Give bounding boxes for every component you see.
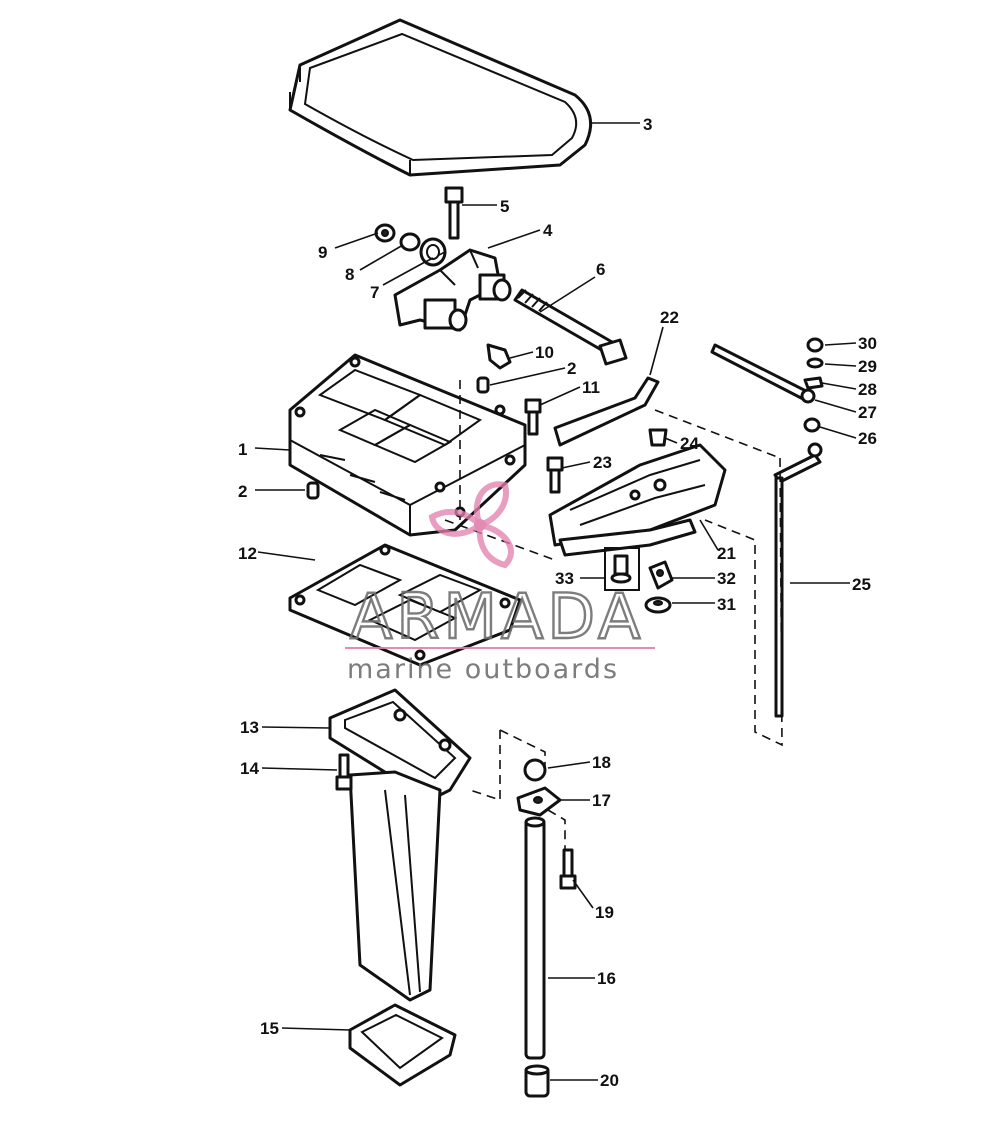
part-fitting xyxy=(486,343,512,370)
part-linkage-hardware xyxy=(710,337,824,433)
callout-2a: 2 xyxy=(567,359,576,378)
callout-21: 21 xyxy=(717,544,736,563)
part-insert-33 xyxy=(604,547,640,591)
part-spacer xyxy=(644,596,672,614)
part-bolt-14 xyxy=(335,753,353,791)
callout-23: 23 xyxy=(593,453,612,472)
callout-16: 16 xyxy=(597,969,616,988)
part-clamp-bracket xyxy=(393,248,512,332)
callout-3: 3 xyxy=(643,115,652,134)
part-water-tube xyxy=(524,816,546,1060)
part-cam xyxy=(648,560,674,590)
part-housing-seal xyxy=(348,1003,457,1087)
callout-30: 30 xyxy=(858,334,877,353)
part-bolt-5 xyxy=(444,186,464,240)
part-bracket-plate xyxy=(548,443,727,557)
part-grommet xyxy=(648,428,668,447)
propeller-logo xyxy=(428,481,514,569)
part-washers-nut xyxy=(374,223,447,267)
callout-10: 10 xyxy=(535,343,554,362)
callout-11: 11 xyxy=(582,378,600,397)
part-bolt-23 xyxy=(546,456,564,494)
part-strap xyxy=(553,376,660,447)
callout-2b: 2 xyxy=(238,482,247,501)
part-seal-ring xyxy=(288,18,593,177)
leader-lines xyxy=(254,122,857,1081)
callout-1: 1 xyxy=(238,440,247,459)
part-adaptor-plate xyxy=(288,353,527,537)
assembly-dashed-lines xyxy=(424,251,783,850)
callout-8: 8 xyxy=(345,265,354,284)
part-gasket xyxy=(288,543,522,667)
callout-19: 19 xyxy=(595,903,614,922)
callout-5: 5 xyxy=(500,197,509,216)
callout-12: 12 xyxy=(238,544,257,563)
part-link-rod xyxy=(773,442,823,718)
part-tube-grommet xyxy=(524,1064,550,1098)
callout-15: 15 xyxy=(260,1019,279,1038)
callout-9: 9 xyxy=(318,243,327,262)
watermark: ARMADA marine outboards xyxy=(345,481,655,685)
callout-18: 18 xyxy=(592,753,611,772)
callout-31: 31 xyxy=(717,595,736,614)
part-dowel-lower xyxy=(306,481,320,500)
part-bolt-11 xyxy=(524,398,542,436)
part-long-stud xyxy=(513,288,628,366)
callout-29: 29 xyxy=(858,357,877,376)
callout-7: 7 xyxy=(370,283,379,302)
callout-6: 6 xyxy=(596,260,605,279)
part-dowel-upper xyxy=(476,376,490,394)
watermark-brand: ARMADA xyxy=(350,580,644,653)
callout-27: 27 xyxy=(858,403,877,422)
callout-24: 24 xyxy=(680,434,699,453)
callout-33: 33 xyxy=(555,569,574,588)
callout-22: 22 xyxy=(660,308,679,327)
watermark-tagline: marine outboards xyxy=(347,654,619,685)
callout-28: 28 xyxy=(858,380,877,399)
callout-25: 25 xyxy=(852,575,871,594)
part-driveshaft-housing xyxy=(328,688,472,1002)
callout-4: 4 xyxy=(543,221,553,240)
callout-32: 32 xyxy=(717,569,736,588)
callout-26: 26 xyxy=(858,429,877,448)
callout-20: 20 xyxy=(600,1071,619,1090)
callout-labels: 3 5 4 9 6 8 7 22 30 10 29 2 11 28 27 26 … xyxy=(238,115,877,1090)
callout-14: 14 xyxy=(240,759,259,778)
callout-13: 13 xyxy=(240,718,259,737)
callout-17: 17 xyxy=(592,791,611,810)
